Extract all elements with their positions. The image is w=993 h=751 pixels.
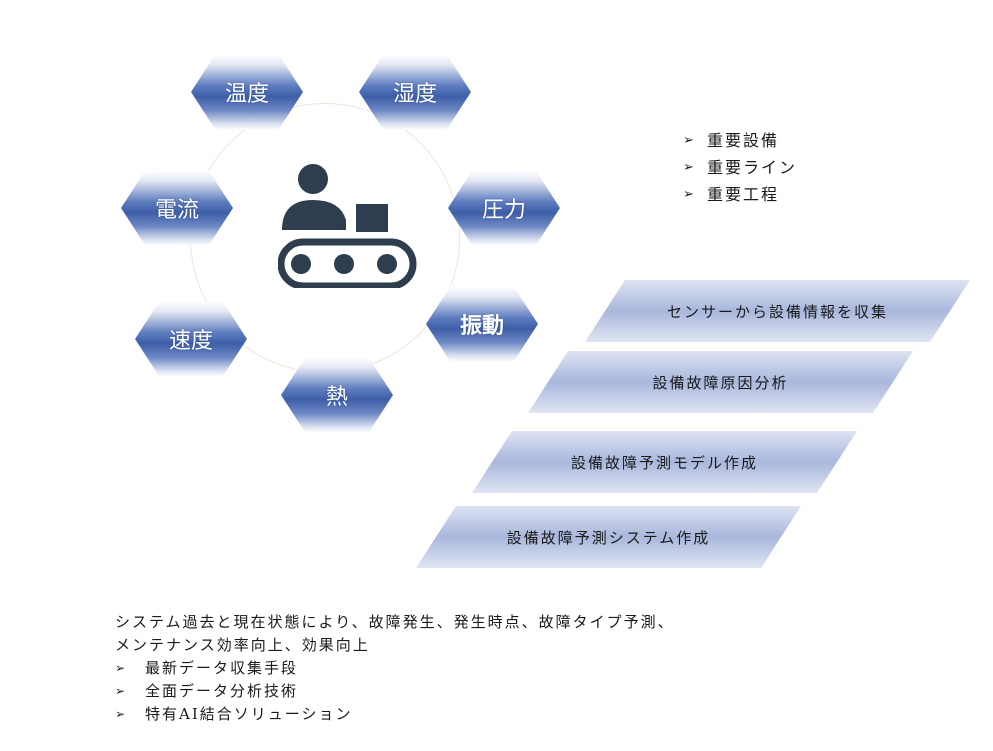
hex-current: 電流 <box>121 170 233 246</box>
summary-block: システム過去と現在状態により、故障発生、発生時点、故障タイプ予測、 メンテナンス… <box>115 611 675 726</box>
hex-vibration: 振動 <box>426 286 538 362</box>
hex-pressure: 圧力 <box>448 170 560 246</box>
arrow-bullet-icon: ➢ <box>683 133 694 148</box>
hex-humidity: 湿度 <box>359 54 471 130</box>
hex-humidity-label: 湿度 <box>392 82 437 107</box>
summary-list: ➢ 最新データ収集手段 ➢ 全面データ分析技術 ➢ 特有AI結合ソリューション <box>115 657 675 726</box>
step-box: 設備故障原因分析 <box>528 351 913 413</box>
arrow-bullet-icon: ➢ <box>115 684 126 698</box>
summary-line: システム過去と現在状態により、故障発生、発生時点、故障タイプ予測、 <box>115 613 675 631</box>
hex-temperature: 温度 <box>191 54 303 130</box>
summary-item-label: 全面データ分析技術 <box>145 682 299 700</box>
target-item-label: 重要設備 <box>707 131 780 150</box>
target-item: ➢ 重要工程 <box>683 181 797 208</box>
summary-item-label: 特有AI結合ソリューション <box>145 705 353 723</box>
hex-heat-label: 熱 <box>325 385 348 410</box>
target-list: ➢ 重要設備 ➢ 重要ライン ➢ 重要工程 <box>683 127 797 208</box>
target-item-label: 重要工程 <box>707 185 780 204</box>
conveyor-worker-icon <box>278 164 417 288</box>
hex-current-label: 電流 <box>154 198 199 223</box>
arrow-bullet-icon: ➢ <box>683 160 694 175</box>
step-label: 設備故障原因分析 <box>652 373 789 392</box>
hex-temperature-label: 温度 <box>224 82 269 107</box>
step-label: センサーから設備情報を収集 <box>666 302 888 321</box>
hex-speed: 速度 <box>135 301 247 377</box>
summary-item: ➢ 最新データ収集手段 <box>115 657 675 680</box>
summary-item: ➢ 全面データ分析技術 <box>115 680 675 703</box>
summary-item-label: 最新データ収集手段 <box>145 659 299 677</box>
step-label: 設備故障予測モデル作成 <box>570 453 758 472</box>
arrow-bullet-icon: ➢ <box>115 661 126 675</box>
step-label: 設備故障予測システム作成 <box>506 528 711 547</box>
step-box: 設備故障予測モデル作成 <box>472 431 857 493</box>
step-box: 設備故障予測システム作成 <box>416 506 801 568</box>
hex-heat: 熱 <box>281 357 393 433</box>
arrow-bullet-icon: ➢ <box>115 707 126 721</box>
target-item: ➢ 重要ライン <box>683 154 797 181</box>
hex-vibration-label: 振動 <box>459 314 504 339</box>
target-item: ➢ 重要設備 <box>683 127 797 154</box>
hex-speed-label: 速度 <box>168 329 213 354</box>
hex-pressure-label: 圧力 <box>481 198 526 223</box>
summary-line: メンテナンス効率向上、効果向上 <box>115 636 370 654</box>
arrow-bullet-icon: ➢ <box>683 187 694 202</box>
step-box: センサーから設備情報を収集 <box>585 280 970 342</box>
target-item-label: 重要ライン <box>707 158 798 177</box>
summary-item: ➢ 特有AI結合ソリューション <box>115 703 675 726</box>
